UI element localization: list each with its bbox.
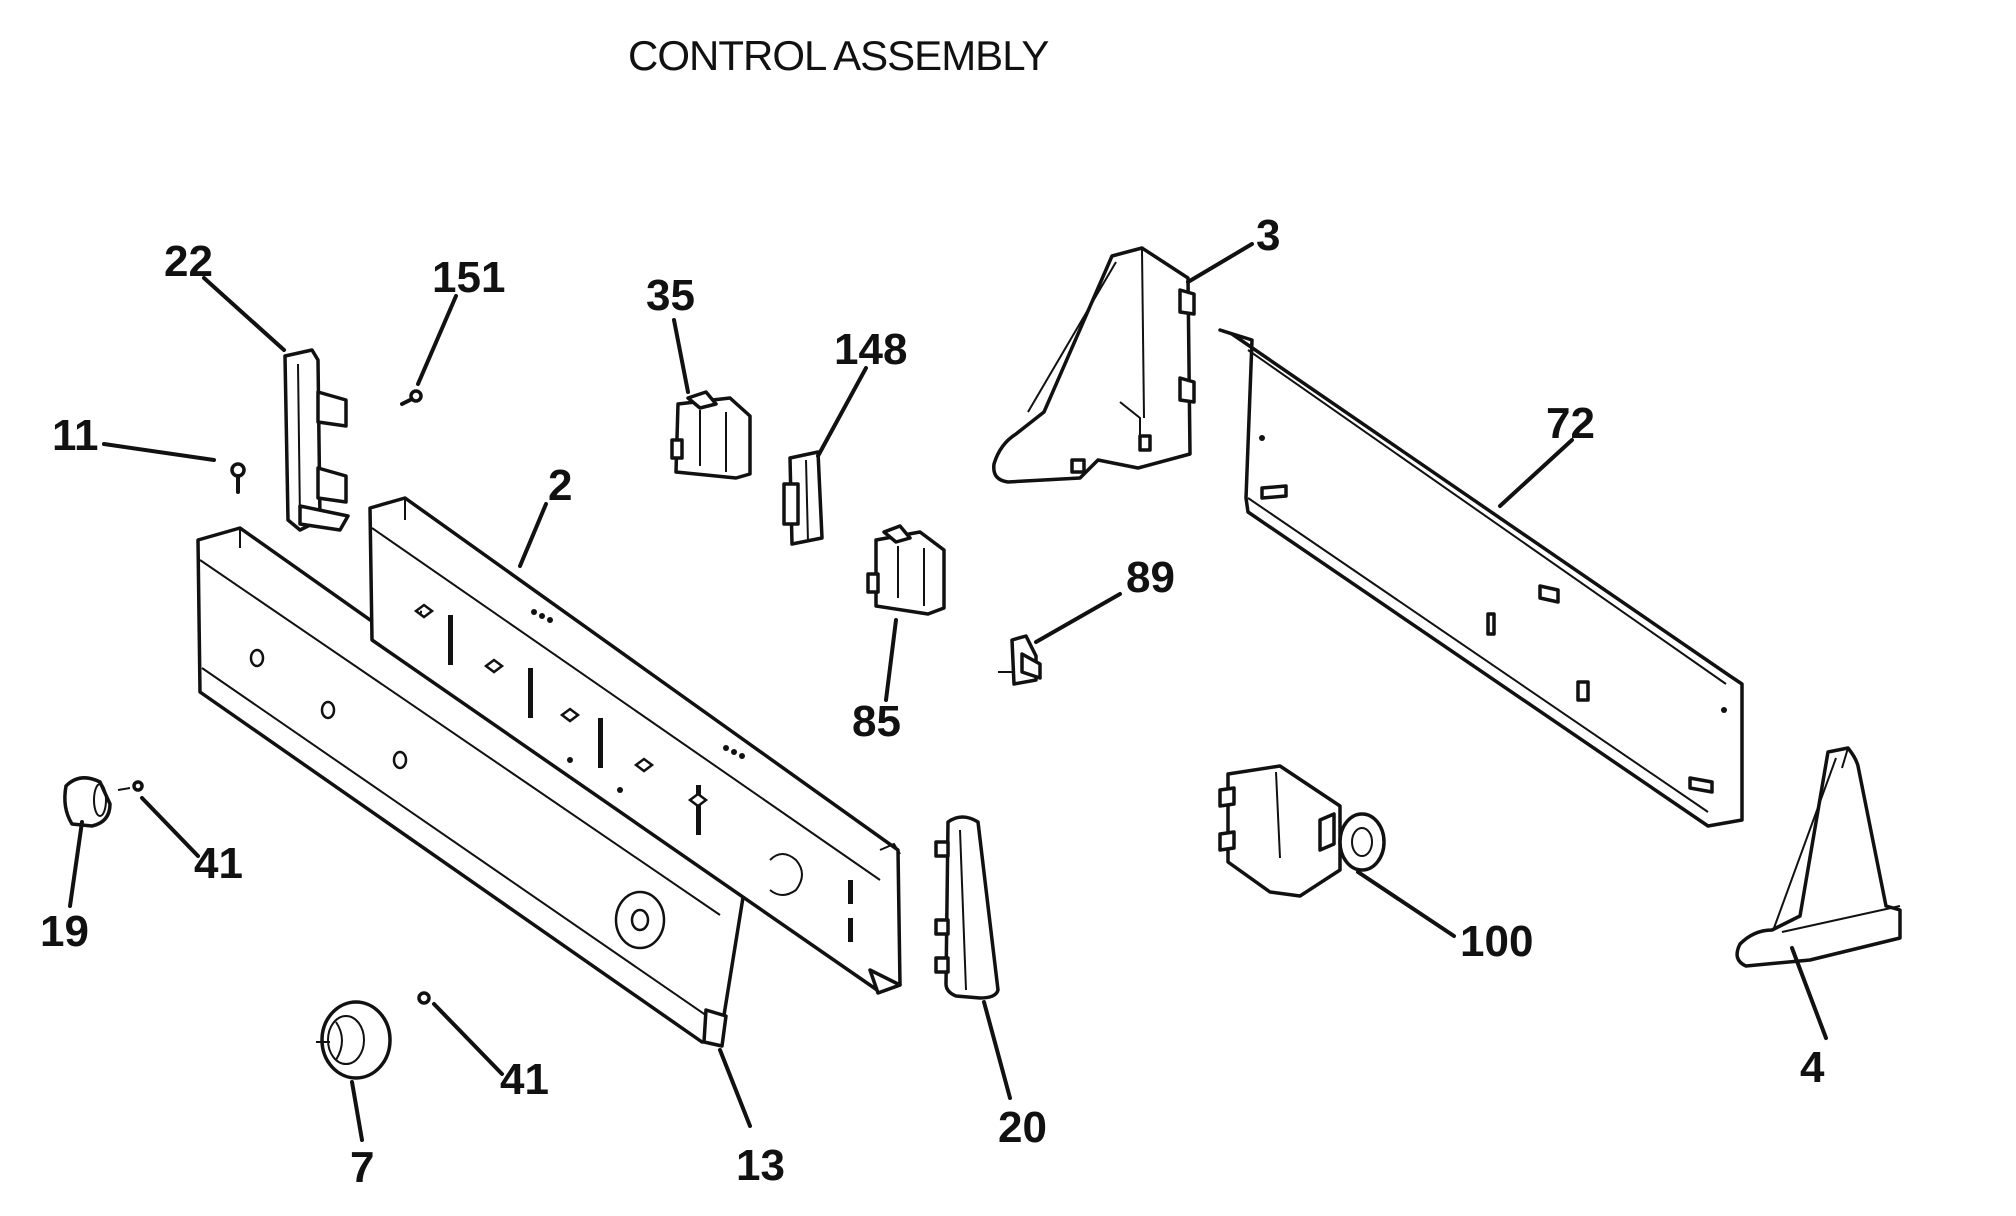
part-72-back-panel bbox=[1218, 328, 1744, 828]
part-85-switch bbox=[866, 524, 946, 616]
part-151-screw bbox=[400, 389, 423, 406]
part-100-timer bbox=[1218, 764, 1386, 898]
part-7-knob bbox=[316, 1000, 392, 1080]
label-3: 3 bbox=[1256, 211, 1280, 260]
leader-lines bbox=[68, 242, 1828, 1142]
label-148: 148 bbox=[834, 325, 907, 374]
label-20: 20 bbox=[998, 1103, 1047, 1152]
label-151: 151 bbox=[432, 253, 505, 302]
part-35-switch bbox=[670, 390, 752, 480]
part-89-clip bbox=[998, 634, 1042, 686]
label-19: 19 bbox=[40, 907, 89, 956]
label-41-lower: 41 bbox=[500, 1055, 549, 1104]
part-41-clip-a bbox=[117, 780, 144, 792]
part-11-screw bbox=[230, 462, 246, 494]
part-20-right-end-cap bbox=[934, 815, 1000, 1000]
part-148-switch bbox=[782, 450, 824, 546]
label-72: 72 bbox=[1546, 399, 1595, 448]
label-2: 2 bbox=[548, 461, 572, 510]
part-4-side-bracket bbox=[1735, 746, 1902, 968]
part-22-left-end-bracket bbox=[283, 348, 350, 532]
label-89: 89 bbox=[1126, 553, 1175, 602]
label-7: 7 bbox=[350, 1143, 374, 1192]
part-41-clip-b bbox=[417, 991, 431, 1005]
part-2-rear-panel bbox=[368, 496, 902, 995]
part-19-knob bbox=[63, 776, 112, 828]
label-13: 13 bbox=[736, 1141, 785, 1190]
label-85: 85 bbox=[852, 697, 901, 746]
label-11: 11 bbox=[52, 411, 99, 460]
label-22: 22 bbox=[164, 237, 213, 286]
label-35: 35 bbox=[646, 271, 695, 320]
label-4: 4 bbox=[1800, 1043, 1825, 1092]
part-3-side-bracket bbox=[992, 246, 1196, 484]
diagram-title: CONTROL ASSEMBLY bbox=[628, 32, 1049, 79]
label-41-upper: 41 bbox=[194, 839, 243, 888]
part-labels: 22 151 11 35 148 2 3 72 89 85 100 4 41 1… bbox=[40, 211, 1825, 1192]
label-100: 100 bbox=[1460, 917, 1533, 966]
